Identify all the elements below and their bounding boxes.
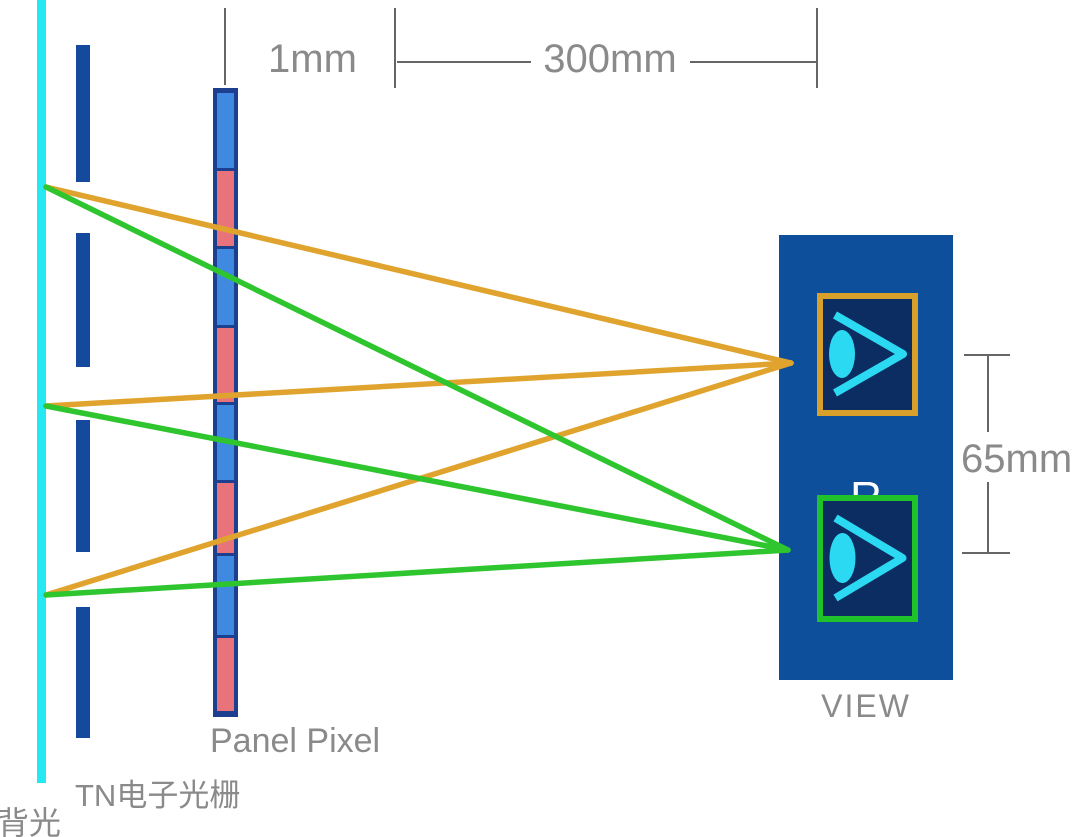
dim-tick-view [816,8,818,88]
dim-tick-panel [224,8,226,85]
pixel-segment-red [217,171,234,246]
ray-to-left-eye [43,547,791,598]
ray-to-right-eye [43,184,794,366]
dim-line-eyes-lower [987,482,989,554]
grating-bar [76,233,90,367]
view-region: R L [779,235,953,680]
eye-icon-left [829,514,907,602]
panel-pixel-column [213,88,238,717]
grating-bar [76,607,90,738]
ray-to-left-eye [43,403,791,553]
dim-label-1mm: 1mm [268,37,357,81]
pixel-segment-blue [217,249,234,325]
pixel-segment-red [217,483,234,553]
dim-line-300mm-left [397,61,531,63]
right-eye-box [817,293,918,416]
dim-tick-eyes-bottom [962,552,1010,554]
tn-grating-label: TN电子光栅 [75,778,241,813]
backlight-line [37,0,46,783]
ray-to-right-eye [43,360,794,409]
dim-line-eyes-upper [987,354,989,432]
dim-label-300mm: 300mm [543,37,677,81]
pixel-segment-blue [217,556,234,635]
ray-to-left-eye [43,184,791,553]
pixel-segment-red [217,638,234,711]
panel-pixel-label: Panel Pixel [210,722,381,760]
pixel-segment-blue [217,405,234,480]
dim-label-65mm: 65mm [961,437,1073,481]
grating-bar [76,45,90,182]
pixel-segment-blue [217,93,234,168]
ray-to-right-eye [43,360,794,598]
pixel-segment-red [217,328,234,402]
grating-bar [76,420,90,552]
eye-icon-right [829,311,907,397]
dim-line-300mm-right [690,61,816,63]
view-label: VIEW [821,688,911,724]
backlight-label: 背光 [0,805,62,837]
dim-tick-middle [394,8,396,88]
left-eye-box [817,495,918,622]
